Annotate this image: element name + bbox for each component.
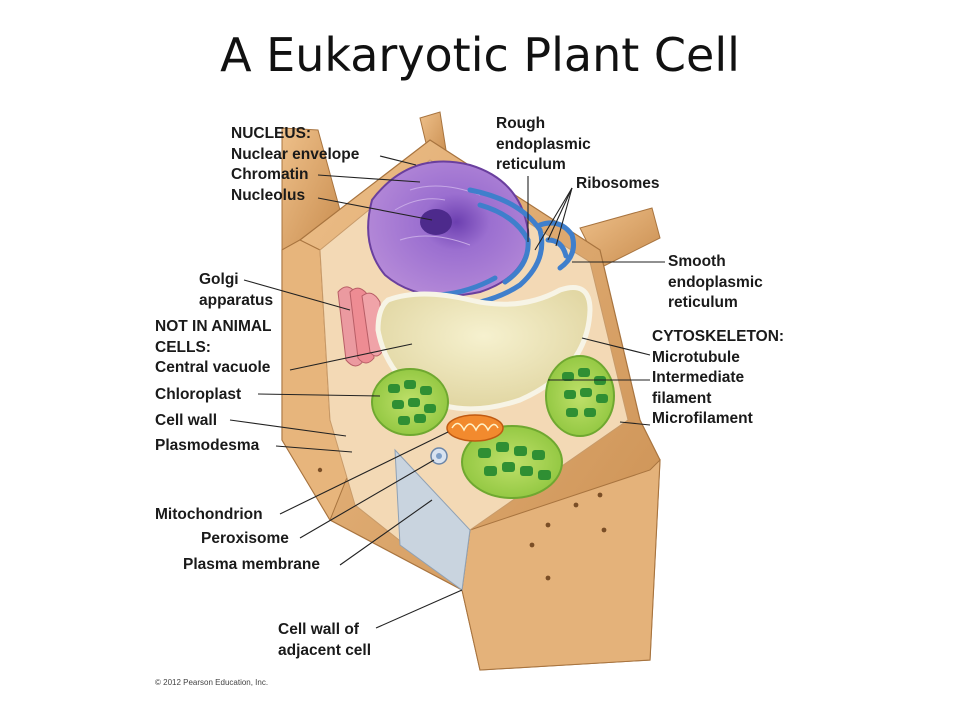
label-ribosomes: Ribosomes — [576, 175, 660, 192]
nucleolus-label: Nucleolus — [231, 186, 306, 204]
microtubule-label: Microtubule — [652, 348, 740, 366]
microfilament-label: Microfilament — [652, 410, 753, 427]
label-rough-er: Rough endoplasmic reticulum — [496, 115, 591, 173]
label-plasma-membrane: Plasma membrane — [183, 556, 320, 573]
leader-lines — [229, 155, 665, 629]
label-smooth-er: Smooth endoplasmic reticulum — [668, 253, 763, 311]
nuclear-envelope-label: Nuclear envelope — [231, 145, 360, 163]
label-peroxisome: Peroxisome — [201, 530, 289, 547]
central-vacuole-label: Central vacuole — [155, 359, 271, 376]
nucleolus-shape — [420, 209, 452, 235]
label-plasmodesma: Plasmodesma — [155, 437, 260, 454]
chloroplast-right — [545, 355, 615, 437]
label-mitochondrion: Mitochondrion — [155, 506, 263, 523]
label-cell-wall: Cell wall — [155, 412, 218, 429]
nucleus-header: NUCLEUS: — [231, 125, 312, 142]
label-golgi: Golgi apparatus — [199, 271, 274, 309]
label-chloroplast: Chloroplast — [155, 386, 242, 403]
page-title: A Eukaryotic Plant Cell — [220, 28, 740, 82]
mitochondrion — [446, 414, 504, 442]
copyright-notice: © 2012 Pearson Education, Inc. — [155, 678, 269, 687]
label-not-in-animal: NOT IN ANIMAL CELLS: Central vacuole — [155, 317, 272, 379]
label-adjacent-cell-wall: Cell wall of adjacent cell — [278, 621, 372, 659]
label-cytoskeleton: CYTOSKELETON: Microtubule Intermediate f… — [652, 327, 784, 430]
nucleus — [367, 160, 530, 297]
golgi-apparatus — [337, 286, 383, 367]
chromatin-label: Chromatin — [231, 166, 309, 183]
label-nucleus: NUCLEUS: Nuclear envelope Chromatin Nucl… — [231, 124, 359, 206]
chloroplast-left — [371, 368, 449, 436]
chloroplast-bottom — [461, 425, 563, 499]
